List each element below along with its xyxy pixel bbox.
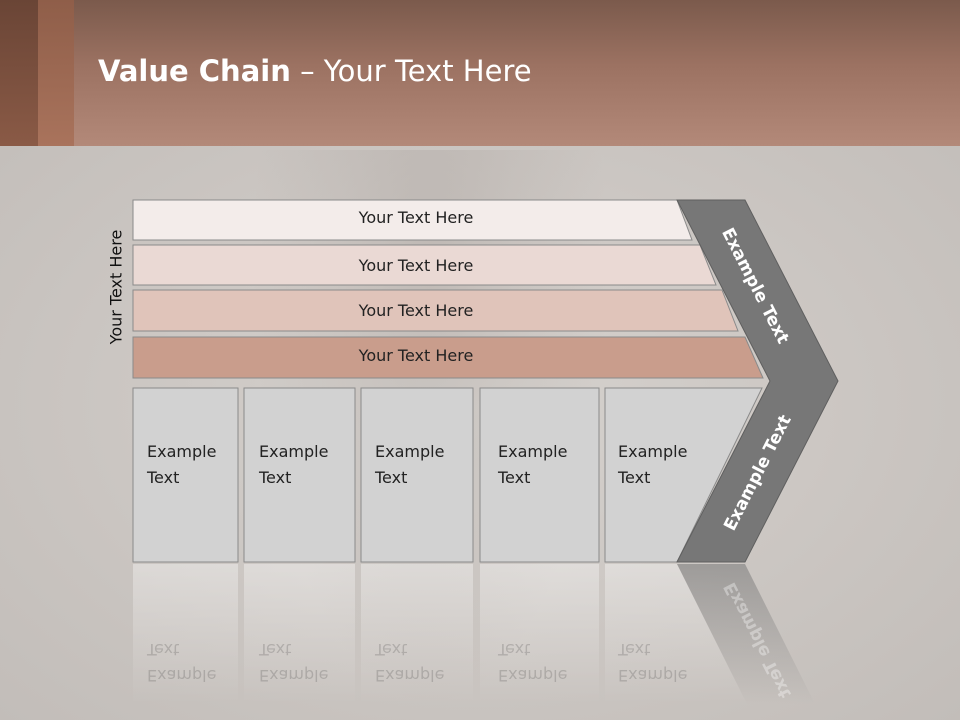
page-title: Value Chain – Your Text Here bbox=[98, 54, 532, 88]
title-bar: Value Chain – Your Text Here bbox=[0, 0, 960, 146]
support-row-label: Your Text Here bbox=[358, 346, 474, 365]
reflection bbox=[480, 564, 599, 704]
primary-column-shape bbox=[360, 387, 474, 563]
support-row-shape bbox=[132, 289, 739, 332]
reflection-text: Example Text bbox=[259, 636, 328, 688]
column-line: Text bbox=[375, 468, 408, 487]
column-line: Example bbox=[147, 442, 217, 461]
support-row-shape bbox=[132, 336, 764, 379]
column-line: Text bbox=[375, 640, 408, 659]
support-row-label: Your Text Here bbox=[358, 256, 474, 275]
support-row-shape bbox=[132, 199, 693, 241]
column-line: Text bbox=[618, 468, 651, 487]
primary-column-shape bbox=[479, 387, 600, 563]
column-line: Example bbox=[375, 666, 445, 685]
support-row-shape bbox=[132, 244, 717, 286]
accent-strip bbox=[38, 0, 74, 146]
column-line: Text bbox=[259, 640, 292, 659]
reflection-text: Example Text bbox=[498, 636, 567, 688]
margin-chevron bbox=[676, 199, 839, 563]
chevron-reflection bbox=[677, 564, 815, 704]
column-line: Example bbox=[259, 666, 329, 685]
column-line: Example bbox=[259, 442, 329, 461]
support-row-label: Your Text Here bbox=[358, 208, 474, 227]
reflection bbox=[605, 564, 747, 704]
reflection-text: Example Text bbox=[147, 636, 216, 688]
column-line: Text bbox=[147, 468, 180, 487]
reflection-text: Example Text bbox=[375, 636, 444, 688]
primary-column-shape bbox=[132, 387, 239, 563]
reflection-text: Example Text bbox=[618, 636, 687, 688]
column-line: Example bbox=[618, 666, 688, 685]
reflection bbox=[133, 564, 238, 704]
column-line: Example bbox=[498, 666, 568, 685]
reflection bbox=[244, 564, 355, 704]
column-line: Text bbox=[618, 640, 651, 659]
primary-column-shape bbox=[243, 387, 356, 563]
column-line: Example bbox=[147, 666, 217, 685]
column-line: Text bbox=[147, 640, 180, 659]
column-line: Text bbox=[498, 640, 531, 659]
column-line: Text bbox=[259, 468, 292, 487]
support-row-label: Your Text Here bbox=[358, 301, 474, 320]
column-line: Example bbox=[618, 442, 688, 461]
title-rest: – Your Text Here bbox=[290, 54, 532, 88]
column-line: Example bbox=[375, 442, 445, 461]
accent-strip bbox=[0, 0, 38, 146]
title-bold: Value Chain bbox=[98, 54, 291, 88]
column-line: Example bbox=[498, 442, 568, 461]
reflection bbox=[361, 564, 473, 704]
vertical-label: Your Text Here bbox=[106, 229, 126, 345]
column-line: Text bbox=[498, 468, 531, 487]
